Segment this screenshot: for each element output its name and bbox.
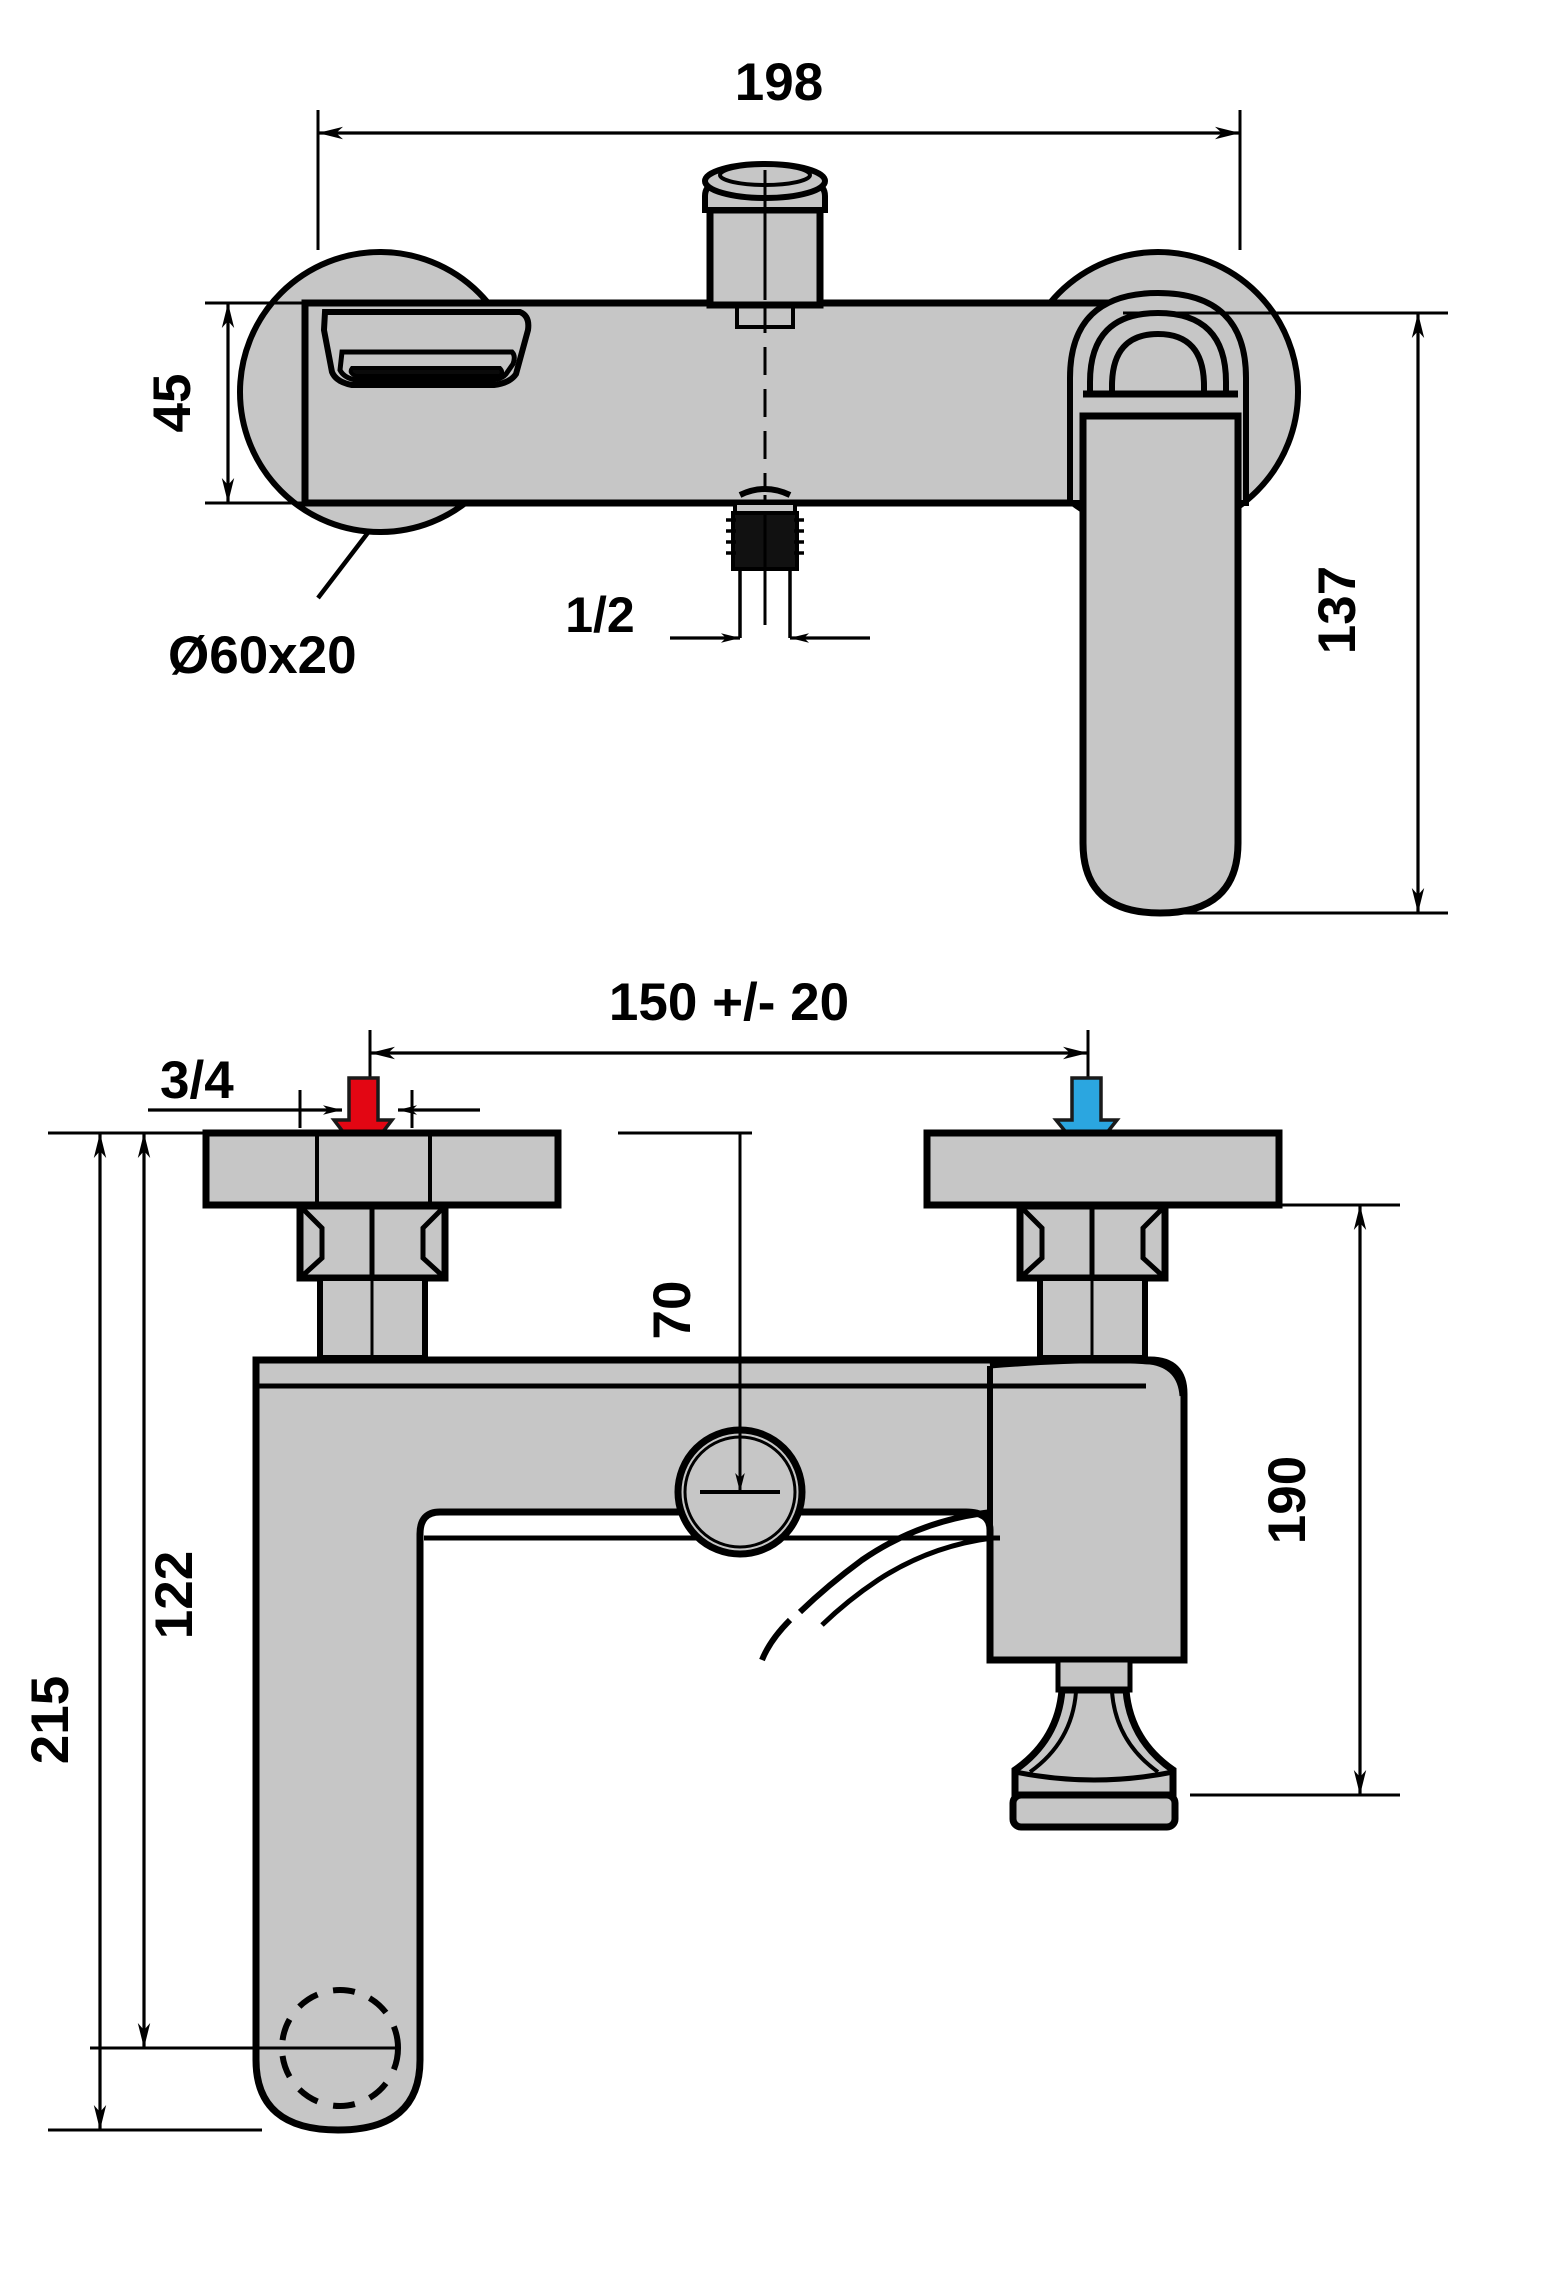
left-hex-nut xyxy=(296,1202,449,1282)
left-wall-plate xyxy=(202,1129,562,1209)
dimension-137: 137 xyxy=(1123,311,1448,915)
dimension-three-quarter: 3/4 xyxy=(148,1051,480,1128)
dimension-70: 70 xyxy=(618,1131,752,1492)
dimension-122-label: 190 xyxy=(1258,1456,1317,1544)
flange-callout-label: Ø60x20 xyxy=(168,626,357,685)
dimension-137-label: 137 xyxy=(1308,566,1367,654)
diverter-knob xyxy=(702,161,828,329)
dimension-190-label: 122 xyxy=(145,1551,204,1639)
lever-recess-detail xyxy=(320,309,532,388)
dimension-45: 45 xyxy=(143,301,315,505)
dimension-215-label: 215 xyxy=(21,1676,80,1764)
mixer-body-section xyxy=(252,1356,1188,2134)
dimension-150-label: 150 +/- 20 xyxy=(609,973,849,1032)
dimension-70-label: 70 xyxy=(643,1281,702,1340)
right-wall-plate xyxy=(923,1129,1283,1209)
top-view-group: 198 xyxy=(143,53,1448,917)
dimension-150: 150 +/- 20 xyxy=(368,973,1090,1110)
outlet-thread-half xyxy=(726,486,804,638)
dimension-122: 190 xyxy=(1190,1203,1400,1797)
right-inlet-assembly xyxy=(923,1129,1283,1361)
right-hex-nut xyxy=(1016,1202,1169,1282)
dimension-three-quarter-label: 3/4 xyxy=(160,1051,234,1110)
dimension-198-label: 198 xyxy=(735,53,823,112)
lever-handle xyxy=(1067,289,1249,917)
bottom-view-group: 150 +/- 20 3/4 xyxy=(21,973,1400,2134)
dimension-215: 215 xyxy=(21,1131,262,2132)
dimension-198: 198 xyxy=(316,53,1242,250)
dimension-45-label: 45 xyxy=(143,374,202,433)
dimension-half-inch-label: 1/2 xyxy=(565,587,635,643)
outlet-spout xyxy=(1009,1657,1179,1831)
dimension-half-inch: 1/2 xyxy=(565,587,870,643)
left-inlet-assembly xyxy=(202,1129,562,1368)
flange-callout: Ø60x20 xyxy=(168,528,372,685)
